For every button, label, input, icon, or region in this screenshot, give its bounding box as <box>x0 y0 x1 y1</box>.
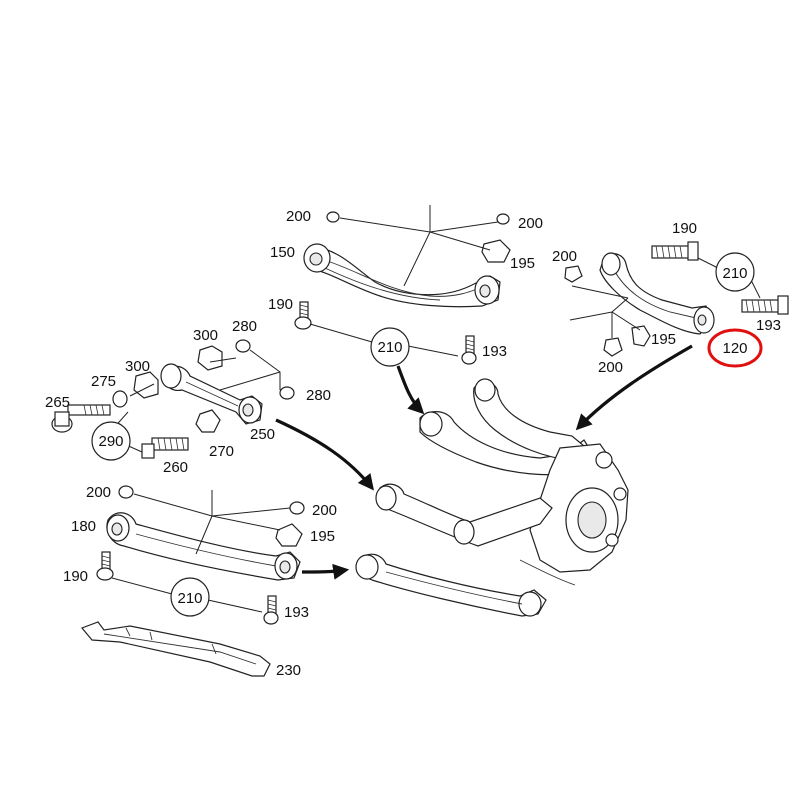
label-190-mid: 190 <box>268 296 293 313</box>
label-200-top-left: 200 <box>286 208 311 225</box>
label-193-bl: 193 <box>284 604 309 621</box>
label-210-bl: 210 <box>177 590 202 607</box>
label-250: 250 <box>250 426 275 443</box>
bolt-193-bl <box>263 595 279 625</box>
bolt-193-right <box>741 295 789 315</box>
label-150: 150 <box>270 244 295 261</box>
label-200-bl-left: 200 <box>86 484 111 501</box>
label-195-right: 195 <box>651 331 676 348</box>
washer-280-b <box>279 386 295 400</box>
callout-circle-290 <box>91 421 131 461</box>
label-280-b: 280 <box>306 387 331 404</box>
label-195-bl: 195 <box>310 528 335 545</box>
washer-200-top-right <box>496 213 510 225</box>
highlight-ring-120 <box>707 328 763 368</box>
eccentric-disc-195-top <box>481 239 511 263</box>
bolt-265 <box>51 404 111 433</box>
camber-arm-120 <box>599 252 715 335</box>
bolt-190-bl <box>96 551 114 581</box>
washer-275 <box>112 390 128 408</box>
washer-280-a <box>235 339 251 353</box>
washer-200-bl-left <box>118 485 134 499</box>
label-180: 180 <box>71 518 96 535</box>
bolt-193-mid <box>461 335 477 365</box>
label-280-a: 280 <box>232 318 257 335</box>
label-265: 265 <box>45 394 70 411</box>
bolt-260 <box>141 437 189 459</box>
label-190-right: 190 <box>672 220 697 237</box>
washer-200-bl-right <box>289 501 305 515</box>
bracket-300-b <box>133 371 159 399</box>
upper-control-arm-150 <box>303 243 501 308</box>
label-275: 275 <box>91 373 116 390</box>
label-195-top: 195 <box>510 255 535 272</box>
eccentric-disc-270 <box>195 409 221 433</box>
label-260: 260 <box>163 459 188 476</box>
callout-circle-210-mid <box>370 327 410 367</box>
knuckle-assembly <box>355 378 629 617</box>
washer-200-right-top <box>564 265 583 283</box>
label-200-top-right: 200 <box>518 215 543 232</box>
label-300-a: 300 <box>193 327 218 344</box>
label-193-mid: 193 <box>482 343 507 360</box>
label-230: 230 <box>276 662 301 679</box>
label-120: 120 <box>722 340 747 357</box>
label-290: 290 <box>98 433 123 450</box>
label-200-right-bottom: 200 <box>598 359 623 376</box>
label-300-b: 300 <box>125 358 150 375</box>
washer-200-top-left <box>326 211 340 223</box>
label-210-mid: 210 <box>377 339 402 356</box>
callout-circle-210-bl <box>170 577 210 617</box>
label-210-right: 210 <box>722 265 747 282</box>
eccentric-disc-195-right <box>631 325 651 347</box>
callout-circle-210-right <box>715 252 755 292</box>
cover-230 <box>80 621 271 677</box>
label-200-right-top: 200 <box>552 248 577 265</box>
label-200-bl-right: 200 <box>312 502 337 519</box>
label-190-bl: 190 <box>63 568 88 585</box>
bolt-190-right <box>651 241 699 261</box>
lower-control-arm-180 <box>106 512 301 581</box>
toe-link-250 <box>160 363 263 425</box>
label-270: 270 <box>209 443 234 460</box>
label-193-right: 193 <box>756 317 781 334</box>
bolt-190-mid <box>294 301 312 330</box>
eccentric-disc-195-bl <box>275 523 303 547</box>
washer-200-right-bottom <box>603 337 623 357</box>
bracket-300-a <box>197 345 223 371</box>
